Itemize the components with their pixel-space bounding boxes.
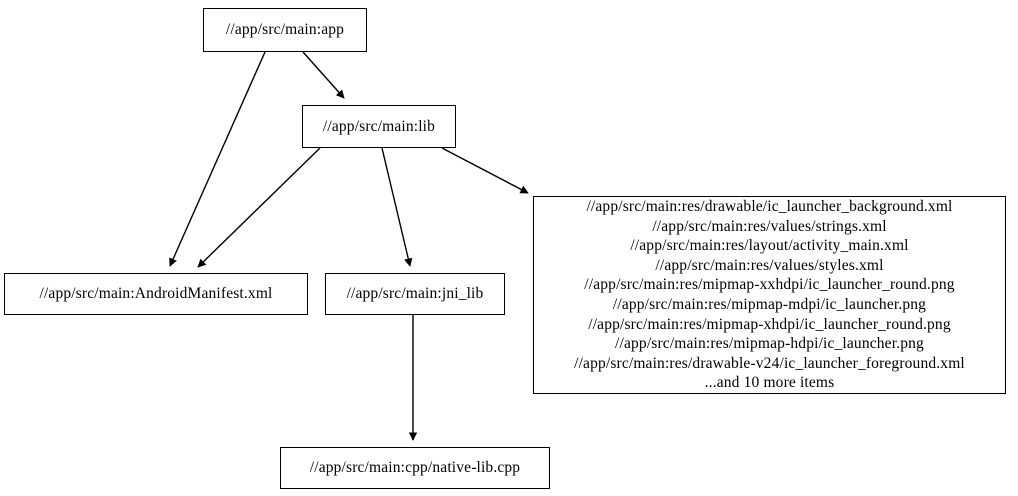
node-native-lib-cpp[interactable]: //app/src/main:cpp/native-lib.cpp xyxy=(280,447,550,489)
edge-app-to-lib xyxy=(302,51,345,99)
edge-app-to-manifest xyxy=(169,51,266,267)
edge-lib-to-manifest xyxy=(197,147,321,268)
node-android-manifest[interactable]: //app/src/main:AndroidManifest.xml xyxy=(4,273,308,315)
node-app-label: //app/src/main:app xyxy=(225,21,345,39)
edge-lib-to-res xyxy=(441,147,529,194)
node-res-collection-label: //app/src/main:res/drawable/ic_launcher_… xyxy=(574,198,965,392)
node-res-collection[interactable]: //app/src/main:res/drawable/ic_launcher_… xyxy=(533,196,1006,394)
node-native-lib-cpp-label: //app/src/main:cpp/native-lib.cpp xyxy=(309,459,521,477)
edge-lib-to-jni-lib xyxy=(381,147,413,267)
node-android-manifest-label: //app/src/main:AndroidManifest.xml xyxy=(39,285,273,303)
node-lib-label: //app/src/main:lib xyxy=(322,117,436,135)
node-app[interactable]: //app/src/main:app xyxy=(203,8,367,52)
node-jni-lib[interactable]: //app/src/main:jni_lib xyxy=(325,273,505,315)
node-jni-lib-label: //app/src/main:jni_lib xyxy=(346,285,484,303)
node-lib[interactable]: //app/src/main:lib xyxy=(302,105,456,148)
